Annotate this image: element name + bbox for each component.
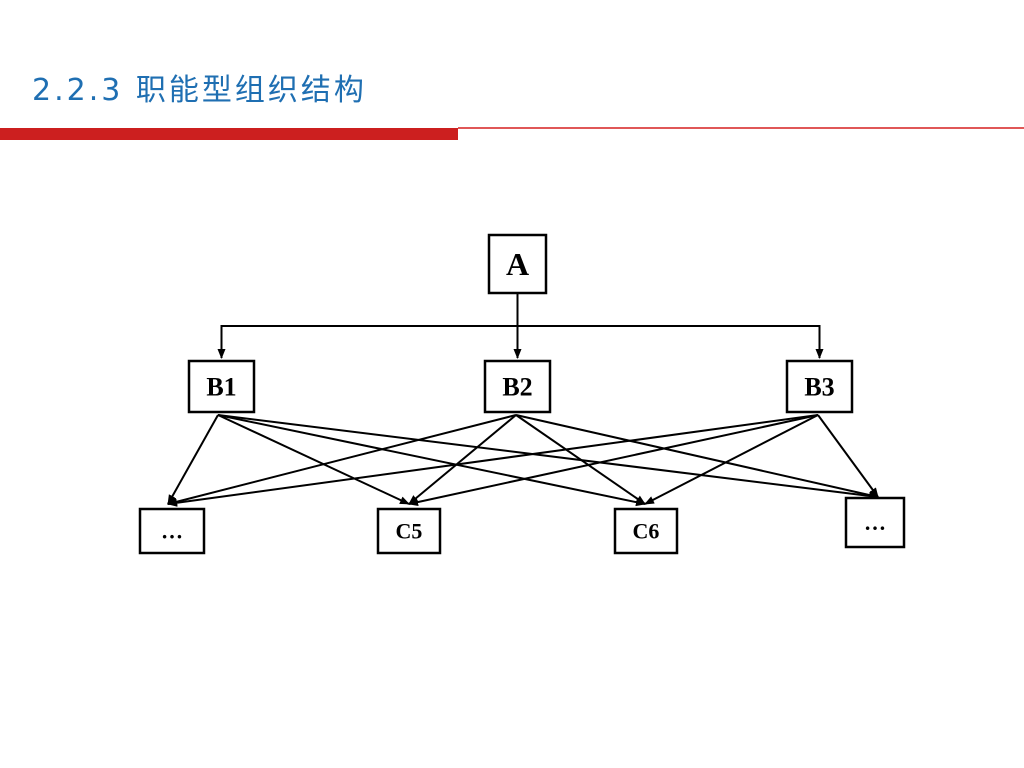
node-CL: … (138, 507, 206, 555)
edge-B1-to-CR (217, 414, 879, 500)
edge-B3-to-CR (817, 414, 879, 498)
edge-B2-to-C6 (515, 414, 646, 505)
edge-B1-to-C5 (217, 414, 410, 505)
node-C5-box (376, 507, 442, 555)
node-CL-box (138, 507, 206, 555)
node-B1-box (187, 359, 256, 414)
node-C6-box (613, 507, 679, 555)
node-CR-box (844, 496, 906, 549)
node-C5-label: C5 (396, 519, 423, 544)
node-C6: C6 (613, 507, 679, 555)
edge-A-to-B1 (217, 325, 518, 359)
node-B3: B3 (785, 359, 854, 414)
edge-B1-to-C6 (217, 414, 646, 507)
edge-B2-to-CR (515, 414, 879, 499)
node-B3-box (785, 359, 854, 414)
node-B3-label: B3 (804, 373, 834, 402)
edge-B3-to-C6 (644, 414, 819, 505)
edges-layer (167, 293, 879, 507)
node-CL-label: … (161, 519, 183, 544)
title-underline-thick (0, 128, 458, 140)
node-B2-label: B2 (502, 373, 532, 402)
node-A-box (487, 233, 548, 295)
node-B1-label: B1 (206, 373, 236, 402)
node-A-label: A (506, 246, 529, 282)
node-C5: C5 (376, 507, 442, 555)
edge-B3-to-CL (167, 414, 819, 507)
slide-title: 2.2.3 职能型组织结构 (32, 73, 367, 108)
node-A: A (487, 233, 548, 295)
node-B2-box (483, 359, 552, 414)
edge-B2-to-C5 (408, 414, 517, 505)
edge-B2-to-CL (167, 414, 517, 506)
title-underline-thin (458, 127, 1024, 129)
node-CR-label: … (864, 510, 886, 535)
edge-A-to-B3 (517, 325, 824, 359)
nodes-layer: A B1 B2 B3 … C5 C6 … (138, 233, 906, 555)
node-C6-label: C6 (633, 519, 660, 544)
edge-B3-to-C5 (408, 414, 819, 506)
node-CR: … (844, 496, 906, 549)
node-B2: B2 (483, 359, 552, 414)
edge-B1-to-CL (167, 414, 219, 505)
node-B1: B1 (187, 359, 256, 414)
